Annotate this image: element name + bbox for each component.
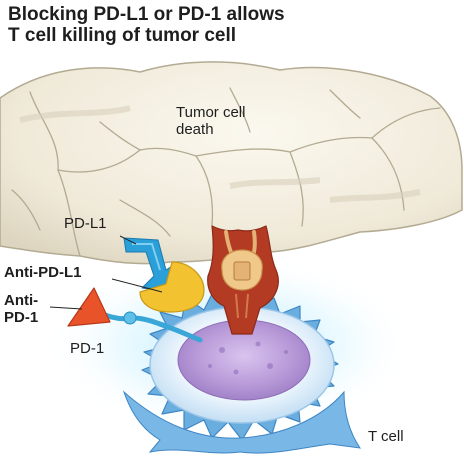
pd-l1-label: PD-L1 — [64, 215, 107, 232]
t-cell-label: T cell — [368, 428, 404, 445]
anti-pd-l1-label: Anti-PD-L1 — [4, 264, 82, 281]
anti-pd-1-line-1: Anti- — [4, 292, 39, 309]
tumor-cell-mass — [0, 61, 463, 265]
diagram-title: Blocking PD-L1 or PD-1 allows T cell kil… — [8, 4, 285, 46]
anti-pd-1-label: Anti- PD-1 — [4, 292, 38, 326]
pd-1-label: PD-1 — [70, 340, 105, 357]
anti-pd-l1-antibody — [139, 261, 205, 313]
tumor-cell-death-line-2: death — [176, 121, 214, 138]
tumor-cell-death-line-1: Tumor cell — [176, 104, 246, 121]
title-line-2: T cell killing of tumor cell — [8, 25, 237, 46]
anti-pd-1-line-2: PD-1 — [4, 309, 39, 326]
title-line-1: Blocking PD-L1 or PD-1 allows — [8, 4, 285, 25]
leader-lines — [49, 235, 163, 310]
anti-pd-1-antibody — [67, 287, 111, 327]
tumor-cell-death-label: Tumor cell death — [176, 104, 245, 138]
pd-1-receptor — [95, 309, 203, 343]
tcr-mhc-complex — [207, 225, 279, 335]
